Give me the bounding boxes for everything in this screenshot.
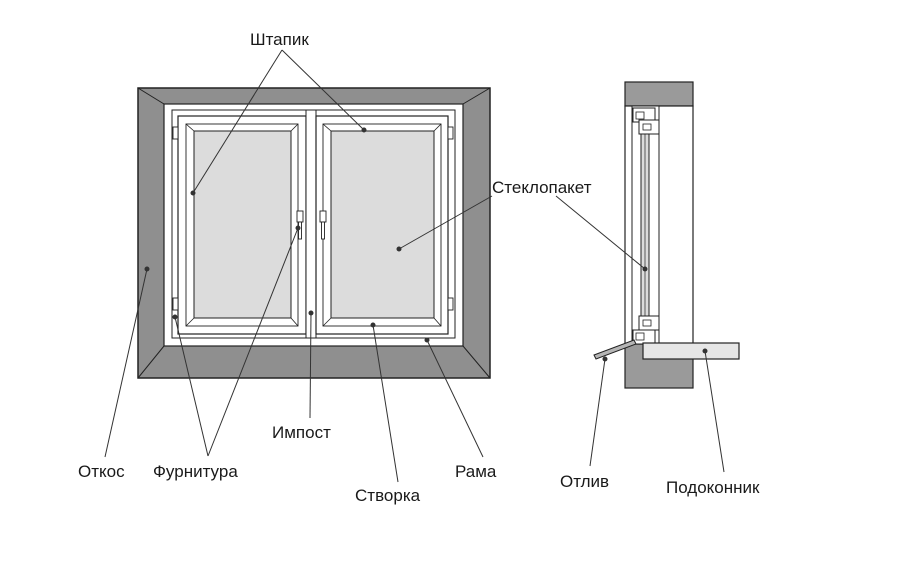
label-otkos: Откос (78, 462, 125, 481)
leader-lines (104, 49, 725, 483)
impost (305, 109, 317, 339)
window-section-view (593, 81, 740, 389)
handle-icon (319, 210, 327, 240)
hinge-icon (172, 297, 179, 311)
windowsill (642, 342, 740, 360)
right-glass (330, 130, 435, 319)
drip-sill (593, 339, 637, 360)
wall-top (624, 81, 694, 107)
label-stvorka: Створка (355, 486, 421, 505)
hinge-icon (447, 297, 454, 311)
label-podokonnik: Подоконник (666, 478, 760, 497)
handle-icon (296, 210, 304, 240)
window-front-view (137, 87, 491, 379)
label-steklopaket: Стеклопакет (492, 178, 592, 197)
label-furnitura: Фурнитура (153, 462, 238, 481)
label-otliv: Отлив (560, 472, 610, 491)
left-glass (193, 130, 292, 319)
hinge-icon (172, 126, 179, 140)
label-rama: Рама (455, 462, 497, 481)
hinge-icon (447, 126, 454, 140)
label-shtapik: Штапик (250, 30, 309, 49)
label-impost: Импост (272, 423, 331, 442)
